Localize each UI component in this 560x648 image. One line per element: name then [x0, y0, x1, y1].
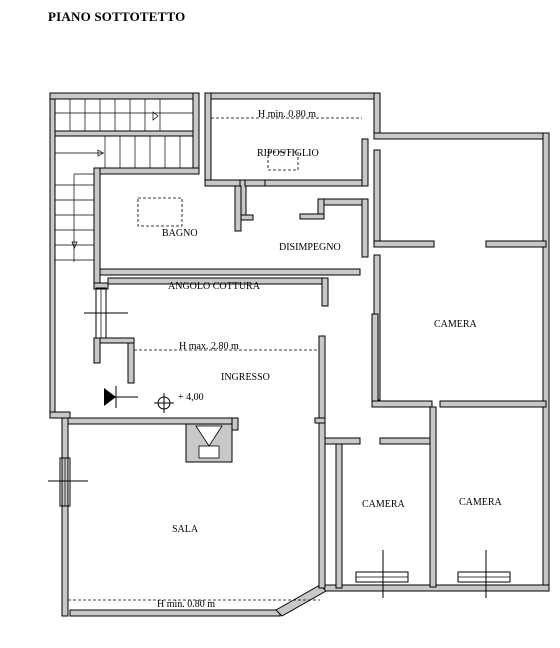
- ingresso-label: INGRESSO: [221, 372, 270, 383]
- sala-label: SALA: [172, 524, 199, 535]
- room-labels: H min. 0.80 m RIPOSTIGLIO BAGNO DISIMPEG…: [157, 109, 503, 610]
- quota-label: + 4,00: [178, 392, 204, 403]
- dashed-lines: [68, 117, 362, 601]
- camera-label-3: CAMERA: [459, 497, 503, 508]
- angolo-cottura-label: ANGOLO COTTURA: [168, 281, 261, 292]
- outer-walls: [49, 92, 550, 617]
- camera-label-2: CAMERA: [362, 499, 406, 510]
- bagno-label: BAGNO: [162, 228, 198, 239]
- h-max-label: H max. 2.80 m: [179, 341, 239, 352]
- disimpegno-label: DISIMPEGNO: [279, 242, 341, 253]
- fireplace: [195, 425, 223, 459]
- camera-label-1: CAMERA: [434, 319, 478, 330]
- h-min-top-label: H min. 0.80 m: [258, 109, 316, 120]
- ripostiglio-label: RIPOSTIGLIO: [257, 148, 319, 159]
- level-symbol: [154, 393, 174, 413]
- plan-title: PIANO SOTTOTETTO: [48, 9, 186, 24]
- windows: [48, 287, 511, 598]
- stair-steps: [55, 99, 193, 262]
- entrance-arrow: [104, 386, 138, 408]
- interior-walls: [54, 130, 547, 589]
- h-min-bottom-label: H min. 0.80 m: [157, 599, 215, 610]
